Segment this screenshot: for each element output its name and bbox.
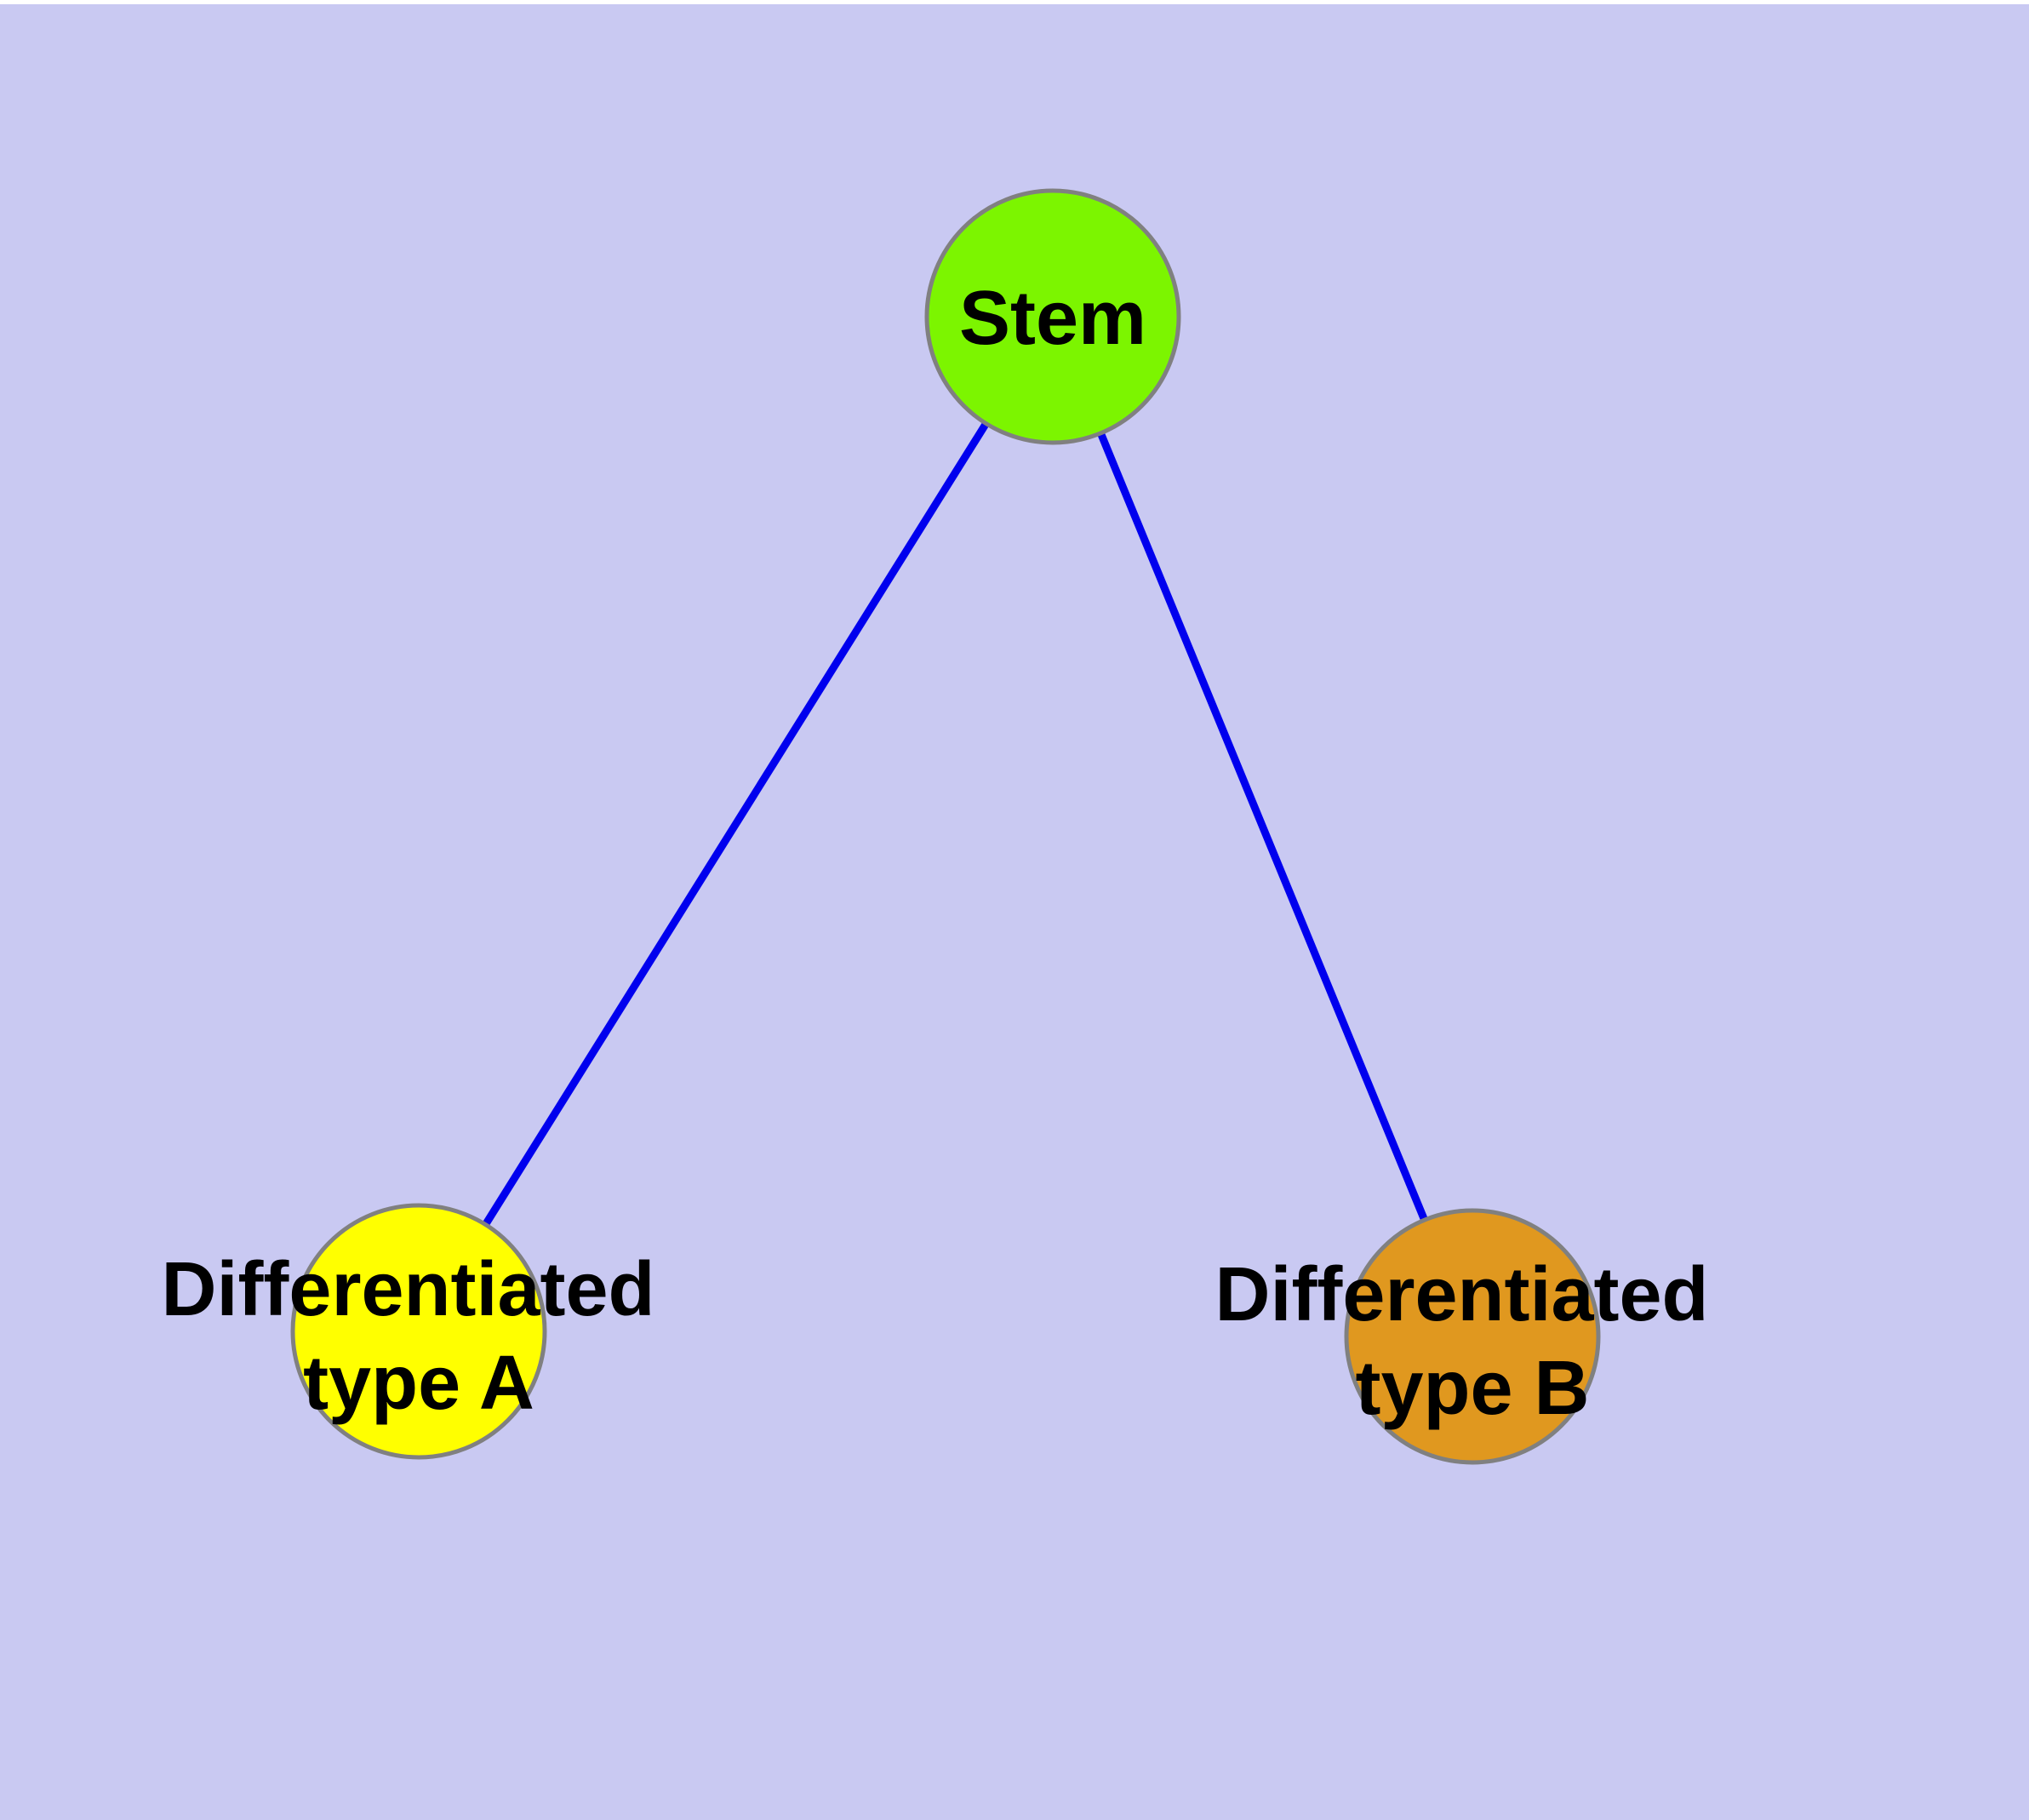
type-b-label-line1: Differentiated — [1215, 1252, 1708, 1337]
type-a-label-line2: type A — [303, 1341, 534, 1426]
stem-node-label: Stem — [959, 276, 1146, 361]
edge-stem-to-type-b — [1049, 315, 1477, 1338]
type-b-node — [1344, 1208, 1601, 1465]
type-b-node-label: Differentiated type B — [1215, 1252, 1729, 1431]
type-a-node-label: Differentiated type A — [161, 1247, 676, 1426]
type-b-label-line2: type B — [1355, 1346, 1589, 1431]
stem-node — [924, 188, 1181, 445]
type-a-label-line1: Differentiated — [161, 1247, 654, 1332]
edge-stem-to-type-a — [415, 314, 1056, 1334]
type-a-node — [290, 1203, 547, 1460]
